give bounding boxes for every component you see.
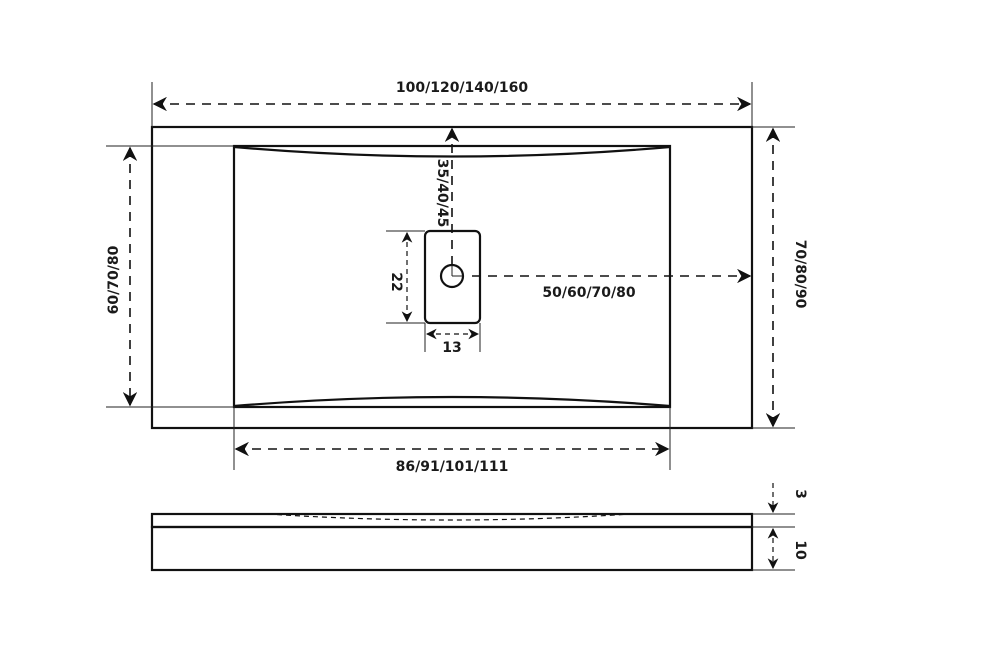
top-view: 100/120/140/160 70/80/90 60/70/80 86/91/… bbox=[106, 80, 808, 475]
dim-overall-depth: 70/80/90 bbox=[765, 127, 808, 428]
bowl-back-curve bbox=[233, 145, 671, 158]
dim-drain-plate-height-label: 22 bbox=[388, 272, 404, 291]
dim-bowl-width: 86/91/101/111 bbox=[234, 441, 670, 475]
dim-drain-from-right: 50/60/70/80 bbox=[472, 268, 752, 301]
dim-bowl-depth: 60/70/80 bbox=[106, 146, 138, 407]
dim-bowl-depth-label: 60/70/80 bbox=[106, 245, 122, 314]
dim-bowl-recess-depth-label: 3 bbox=[792, 489, 808, 499]
dim-drain-plate-width-label: 13 bbox=[442, 340, 461, 356]
dim-drain-plate-height: 22 bbox=[386, 230, 425, 324]
dim-drain-plate-width: 13 bbox=[424, 323, 481, 356]
dim-overall-depth-label: 70/80/90 bbox=[792, 240, 808, 309]
dim-bowl-width-label: 86/91/101/111 bbox=[396, 459, 509, 475]
dim-overall-width: 100/120/140/160 bbox=[152, 80, 752, 112]
dim-drain-from-right-label: 50/60/70/80 bbox=[542, 285, 636, 301]
dim-drain-from-back-label: 35/40/45 bbox=[434, 159, 450, 228]
bowl-front-curve bbox=[233, 395, 671, 408]
dim-slab-thickness: 10 bbox=[767, 527, 808, 570]
side-slab-body bbox=[150, 525, 754, 572]
dim-overall-width-label: 100/120/140/160 bbox=[396, 80, 528, 96]
side-view: 3 10 bbox=[150, 483, 808, 572]
dim-drain-from-back: 35/40/45 bbox=[434, 127, 460, 265]
dim-bowl-recess-depth: 3 bbox=[767, 483, 808, 514]
countertop-outline bbox=[150, 125, 754, 430]
dim-slab-thickness-label: 10 bbox=[792, 540, 808, 560]
side-bowl-hidden-line bbox=[267, 513, 631, 521]
